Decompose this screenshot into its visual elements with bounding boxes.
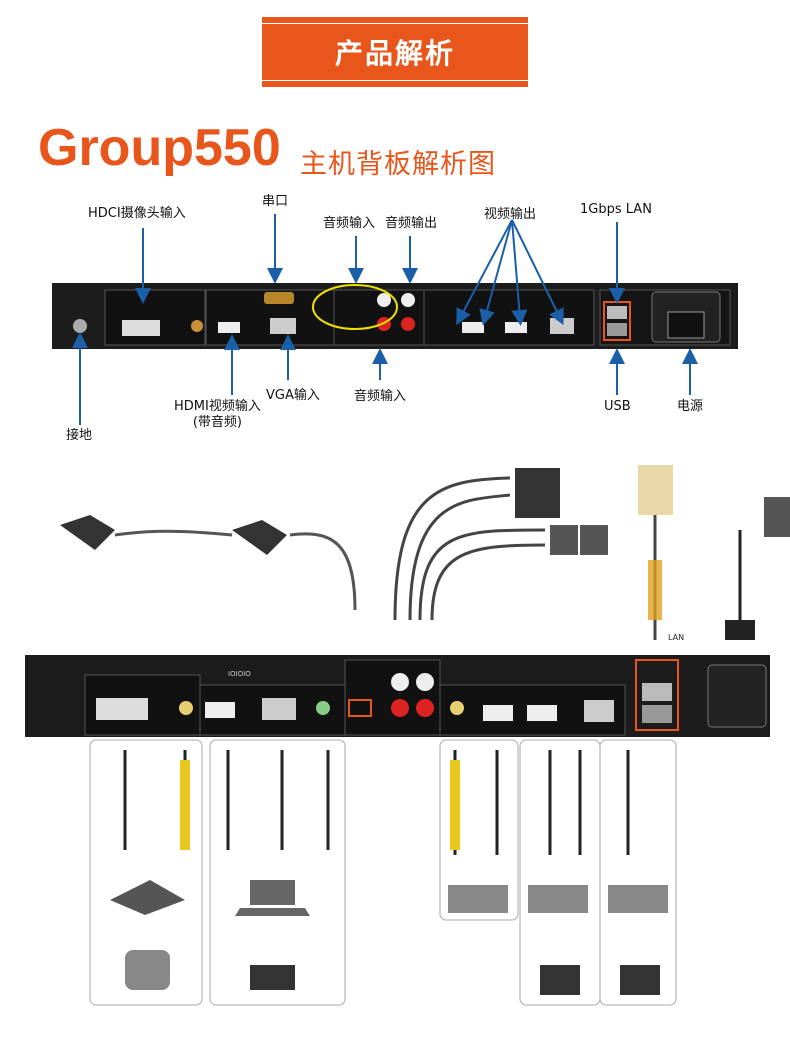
label-hdci-camera-input: HDCI摄像头输入 [88, 206, 186, 221]
product-title: Group550 [38, 119, 281, 177]
section-banner: 产品解析 [262, 17, 528, 87]
connection-diagram: IOIOIO LAN [25, 465, 790, 1006]
label-power: 电源 [677, 399, 704, 414]
label-audio-input-2: 音频输入 [354, 389, 407, 404]
label-audio-output: 音频输出 [385, 216, 438, 231]
hdmi-input-note: (带音频) [192, 415, 242, 430]
label-audio-input: 音频输入 [323, 216, 376, 231]
lan-mark: LAN [668, 633, 684, 642]
label-video-output: 视频输出 [484, 207, 537, 222]
label-lan: 1Gbps LAN [580, 202, 652, 217]
rear-panel-top [52, 283, 738, 349]
label-hdmi-input: HDMI视频输入(带音频) [174, 399, 261, 431]
label-serial-port: 串口 [262, 194, 289, 209]
callout-arrows [72, 214, 698, 425]
label-usb: USB [604, 399, 631, 414]
banner-text: 产品解析 [334, 37, 455, 70]
label-vga-input: VGA输入 [266, 388, 320, 403]
serial-mark: IOIOIO [228, 670, 251, 678]
hdmi-input-text: HDMI视频输入 [174, 399, 261, 414]
diagram-subtitle: 主机背板解析图 [300, 149, 496, 180]
label-ground: 接地 [66, 428, 93, 443]
